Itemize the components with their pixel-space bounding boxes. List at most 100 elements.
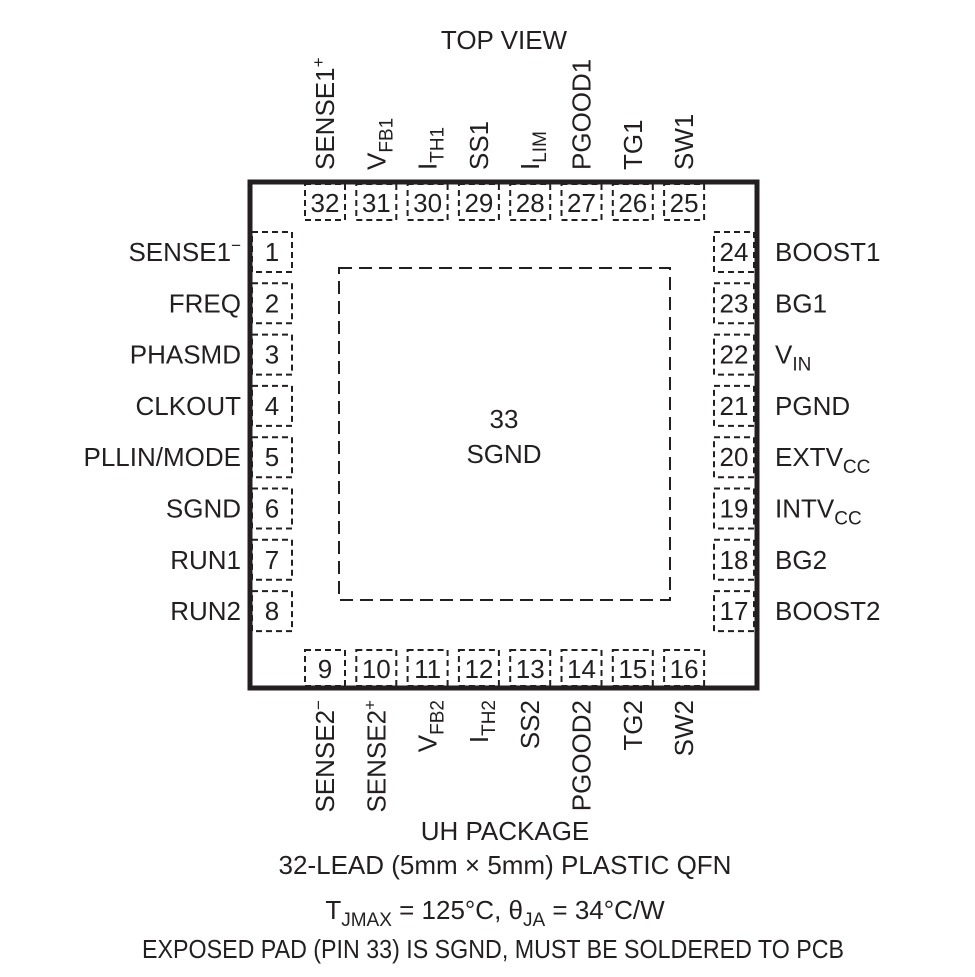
pin-number: 25 (670, 188, 699, 218)
top-view-title: TOP VIEW (441, 25, 568, 55)
pin-pad (713, 487, 755, 530)
pin-pad (406, 183, 449, 221)
pin-26-tg1: 26 TG1 (611, 119, 654, 221)
pin-label: TG2 (618, 700, 648, 751)
pin-pad (509, 183, 552, 221)
pin-label: INTVCC (775, 494, 862, 530)
pins-top: 32SENSE1+31VFB130ITH129SS128ILIM27PGOOD1… (304, 57, 706, 221)
pin-name-base: PLLIN/MODE (84, 442, 242, 472)
pin-number: 18 (720, 545, 749, 575)
pin-name-base: V (361, 152, 391, 170)
pin-label: SENSE2− (309, 700, 340, 813)
pin-pad (251, 231, 293, 273)
pin-pad (713, 590, 755, 633)
pin-name-superscript: − (309, 700, 328, 710)
exposed-pad-name: SGND (466, 439, 541, 469)
theta-value: = 34°C/W (545, 895, 665, 925)
pin-number: 22 (720, 340, 749, 370)
pin-label: SS2 (515, 700, 545, 749)
pin-name-base: RUN1 (170, 545, 241, 575)
theta-symbol: θ (509, 895, 523, 925)
pin-name-subscript: CC (834, 509, 861, 530)
pin-label: SGND (166, 494, 241, 524)
pin-label: SENSE2+ (360, 700, 391, 813)
pin-number: 11 (414, 654, 441, 684)
pin-pad (713, 282, 755, 325)
pin-label: VFB1 (361, 118, 397, 170)
pin-name-base: SW2 (669, 700, 699, 756)
pin-number: 6 (265, 494, 279, 524)
pin-label: FREQ (169, 288, 241, 318)
package-outline (247, 179, 760, 691)
pin-number: 10 (362, 654, 391, 684)
pin-number: 31 (362, 188, 391, 218)
pin-name-base: TG1 (618, 119, 648, 170)
pins-bottom: 9SENSE2−10SENSE2+11VFB212ITH213SS214PGOO… (304, 649, 706, 813)
pin-name-base: FREQ (169, 288, 241, 318)
pin-name-subscript: FB2 (428, 700, 449, 735)
pin-name-base: SS1 (464, 121, 494, 170)
pin-number: 13 (516, 654, 545, 684)
pin-name-base: CLKOUT (136, 391, 242, 421)
pin-name-base: SS2 (515, 700, 545, 749)
pin-pad (304, 649, 346, 687)
pin-6-sgnd: 6 SGND (166, 487, 293, 530)
pin-name-subscript: TH1 (428, 127, 449, 163)
pin-pad (251, 282, 293, 325)
pin-number: 26 (618, 188, 647, 218)
pin-label: BG2 (775, 545, 827, 575)
pin-4-clkout: 4 CLKOUT (136, 384, 293, 427)
pin-label: SS1 (464, 121, 494, 170)
pin-label: PGOOD2 (567, 700, 597, 811)
pin-number: 4 (265, 391, 279, 421)
pin-name-subscript: LIM (530, 131, 551, 163)
pin-number: 15 (618, 654, 647, 684)
pin-name-base: V (775, 340, 793, 370)
pin-number: 1 (265, 237, 279, 267)
pin-name-superscript: + (309, 57, 328, 67)
pin-label: PGOOD1 (567, 59, 597, 170)
pin-number: 14 (567, 654, 596, 684)
pin-label: BOOST2 (775, 596, 880, 626)
pin-pad (560, 649, 603, 687)
pin-label: VIN (775, 340, 811, 376)
pin-25-sw1: 25 SW1 (663, 114, 706, 221)
pin-pad (663, 183, 706, 221)
pin-label: SENSE1+ (309, 57, 340, 170)
pin-pad (251, 487, 293, 530)
exposed-pad (338, 267, 671, 601)
pin-number: 28 (516, 188, 545, 218)
pin-pad (251, 590, 293, 633)
pin-name-base: I (464, 736, 494, 743)
package-lead-description: 32-LEAD (5mm × 5mm) PLASTIC QFN (279, 850, 732, 880)
pin-label: PLLIN/MODE (84, 442, 242, 472)
tjmax-subscript: JMAX (341, 910, 392, 931)
pin-label: ITH1 (413, 127, 449, 170)
pin-label: ITH2 (464, 700, 500, 743)
pin-name-base: I (515, 163, 545, 170)
pin-name-base: BOOST1 (775, 237, 880, 267)
pin-label: VFB2 (413, 700, 449, 752)
pin-name-base: SENSE1 (128, 237, 231, 267)
pin-name-base: SW1 (669, 114, 699, 170)
pin-pad (457, 649, 500, 687)
pin-name-superscript: + (360, 700, 379, 710)
tjmax-symbol: T (325, 895, 341, 925)
pin-number: 9 (318, 654, 332, 684)
pin-label: BG1 (775, 288, 827, 318)
pin-label: EXTVCC (775, 442, 870, 478)
pin-pad (251, 436, 293, 479)
